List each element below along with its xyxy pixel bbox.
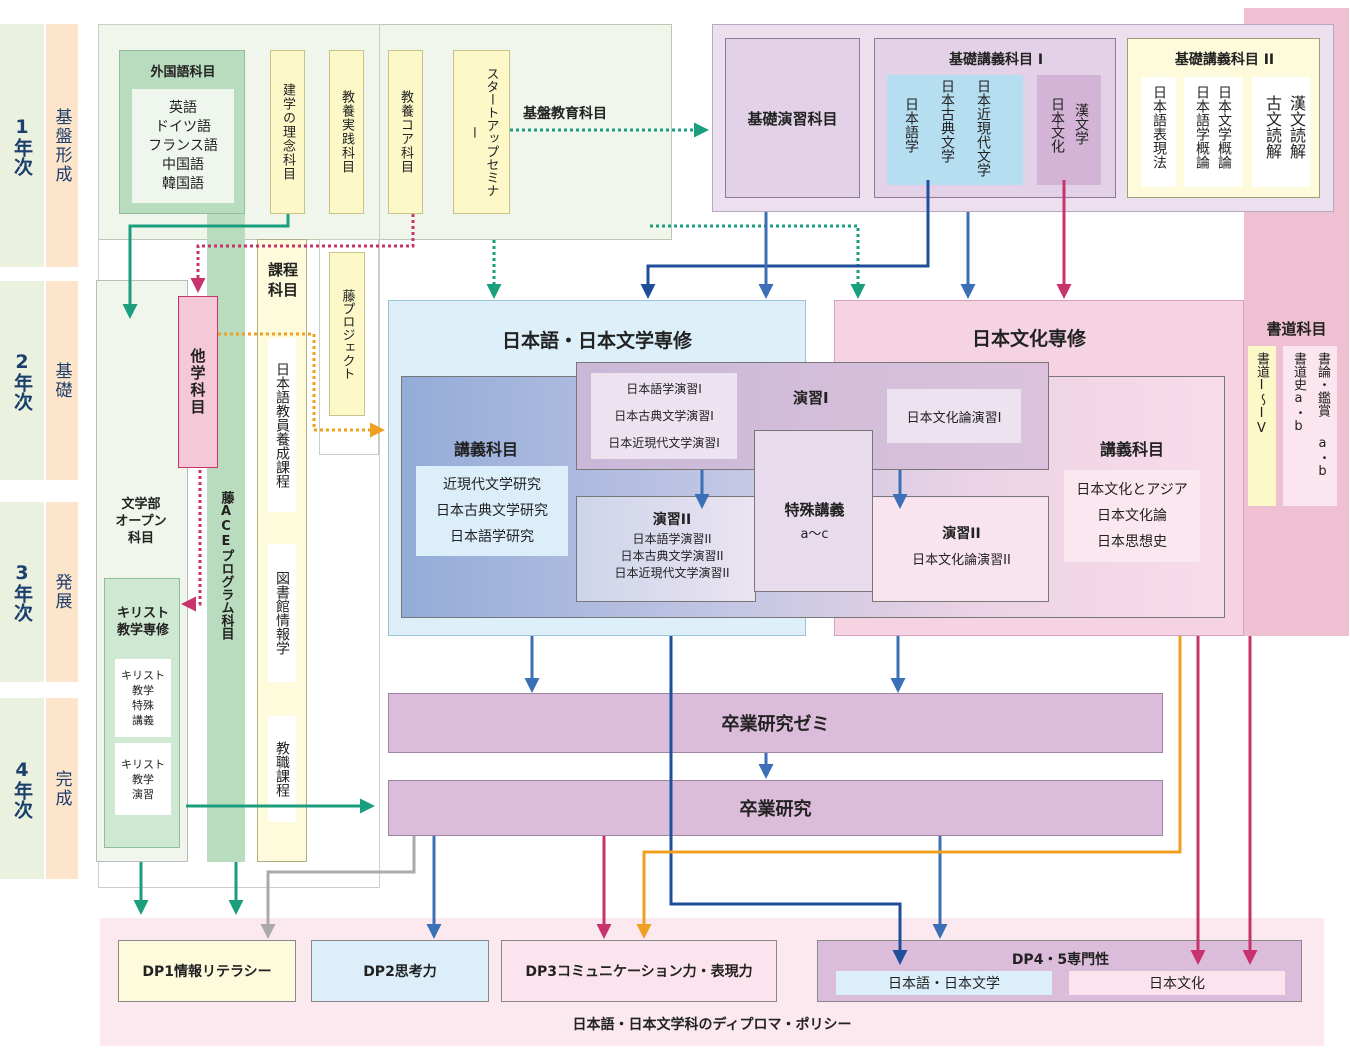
ace-program-label: 藤ACEプログラム科目 bbox=[218, 490, 234, 640]
kiso1-item: 日本語学 bbox=[903, 97, 919, 153]
shodo-col-2: 書道史a・b 書論・鑑賞 a・b bbox=[1283, 346, 1337, 506]
nihongo-kougi-list: 近現代文学研究 日本古典文学研究 日本語学研究 bbox=[416, 466, 568, 556]
kiso1-item: 日本文化 bbox=[1049, 97, 1065, 153]
arrow bbox=[650, 224, 866, 299]
kiso2-title: 基礎講義科目 II bbox=[1174, 52, 1275, 68]
dp45-title: DP4・5専門性 bbox=[1011, 952, 1110, 968]
year-row-2: 2年次 基礎 bbox=[0, 281, 78, 480]
year-stage: 発展 bbox=[51, 573, 72, 611]
year-label: 1年次 bbox=[11, 115, 33, 176]
year-stage: 基礎 bbox=[51, 361, 72, 400]
year-row-4: 4年次 完成 bbox=[0, 698, 78, 879]
year-stage: 基盤形成 bbox=[51, 107, 72, 184]
katei-title: 課程 科目 bbox=[267, 261, 298, 299]
dp1-box: DP1情報リテラシー bbox=[118, 940, 296, 1002]
sotsuken-box: 卒業研究 bbox=[388, 780, 1163, 836]
dp3-box: DP3コミュニケーション力・表現力 bbox=[501, 940, 777, 1002]
enshu2-box: 演習II 日本語学演習II 日本古典文学演習II 日本近現代文学演習II bbox=[576, 496, 756, 602]
foundation-label: 基盤教育科目 bbox=[523, 106, 607, 122]
kiso2-item: 日本語学概論 bbox=[1194, 85, 1210, 169]
other-dept-box: 他学科目 bbox=[178, 296, 218, 468]
year-stage: 完成 bbox=[51, 769, 72, 808]
enshu1-bunka: 日本文化論演習I bbox=[887, 389, 1021, 443]
nihongo-senshu-title: 日本語・日本文学専修 bbox=[501, 330, 692, 352]
enshu2-list: 日本語学演習II 日本古典文学演習II 日本近現代文学演習II bbox=[614, 532, 730, 580]
katei-item-2: 図書館情報学 bbox=[268, 544, 296, 682]
bunka-senshu-title: 日本文化専修 bbox=[971, 328, 1086, 350]
open-subject-label: 文学部 オープン 科目 bbox=[115, 497, 167, 546]
kiso2-item: 日本語表現法 bbox=[1151, 85, 1167, 169]
foreign-language-list: 英語 ドイツ語 フランス語 中国語 韓国語 bbox=[132, 89, 234, 203]
year-row-3: 3年次 発展 bbox=[0, 502, 78, 682]
foreign-language-box: 外国語科目 英語 ドイツ語 フランス語 中国語 韓国語 bbox=[119, 50, 245, 214]
dp45-nihongo: 日本語・日本文学 bbox=[836, 971, 1052, 995]
bunka-kougi-title: 講義科目 bbox=[1099, 440, 1164, 459]
dp45-bunka: 日本文化 bbox=[1069, 971, 1285, 995]
christ-item: キリスト 教学 演習 bbox=[115, 743, 171, 815]
tokushu-title: 特殊講義 bbox=[784, 501, 845, 519]
year-label: 2年次 bbox=[11, 350, 33, 411]
dp-policy-label: 日本語・日本文学科のディプロマ・ポリシー bbox=[572, 1017, 852, 1033]
bunka-kougi-list: 日本文化とアジア 日本文化論 日本思想史 bbox=[1064, 470, 1200, 562]
enshu2b-list: 日本文化論演習II bbox=[912, 553, 1011, 568]
katei-item-1: 日本語教員養成課程 bbox=[268, 338, 296, 512]
year-label: 3年次 bbox=[11, 562, 33, 622]
foreign-language-title: 外国語科目 bbox=[150, 65, 216, 80]
christ-item: キリスト 教学 特殊 講義 bbox=[115, 659, 171, 737]
sotsuken-zemi-box: 卒業研究ゼミ bbox=[388, 693, 1163, 753]
kiso2-item: 日本文学概論 bbox=[1216, 85, 1232, 169]
christ-title: キリスト 教学専修 bbox=[116, 606, 169, 638]
kyouyou-core-box: 教養コア科目 bbox=[388, 50, 423, 214]
enshu1-box: 日本語学演習I 日本古典文学演習I 日本近現代文学演習I 演習I 日本文化論演習… bbox=[576, 362, 1049, 470]
year-label: 4年次 bbox=[11, 758, 33, 819]
kihon-enshu-box: 基礎演習科目 bbox=[725, 38, 860, 198]
enshu1-title: 演習I bbox=[793, 389, 829, 407]
shodo-col-1: 書道I〜IV bbox=[1248, 346, 1276, 506]
tokushu-sub: a〜c bbox=[800, 527, 829, 542]
kiso1-item: 日本古典文学 bbox=[939, 79, 955, 163]
kiso2-box: 基礎講義科目 II 日本語表現法 日本語学概論 日本文学概論 古文読解 漢文読解 bbox=[1127, 38, 1320, 198]
enshu2b-title: 演習II bbox=[942, 526, 981, 542]
kiso1-item: 日本近現代文学 bbox=[975, 79, 991, 177]
kiso2-item: 漢文読解 bbox=[1287, 95, 1306, 159]
year-row-1: 1年次 基盤形成 bbox=[0, 24, 78, 267]
christ-box: キリスト 教学専修 キリスト 教学 特殊 講義 キリスト 教学 演習 bbox=[104, 578, 180, 848]
dp45-box: DP4・5専門性 日本語・日本文学 日本文化 bbox=[817, 940, 1302, 1002]
startup-seminar-box: スタートアップセミナー bbox=[453, 50, 510, 214]
dp2-box: DP2思考力 bbox=[311, 940, 489, 1002]
shodo-title: 書道科目 bbox=[1266, 320, 1327, 338]
nihongo-kougi-title: 講義科目 bbox=[453, 440, 518, 459]
enshu2-title: 演習II bbox=[652, 512, 692, 528]
enshu1-list: 日本語学演習I 日本古典文学演習I 日本近現代文学演習I bbox=[591, 373, 737, 459]
katei-item-3: 教職課程 bbox=[268, 716, 296, 822]
fuji-project-box: 藤プロジェクト bbox=[329, 252, 365, 416]
kiso1-title: 基礎講義科目 I bbox=[948, 52, 1044, 68]
enshu2b-box: 演習II 日本文化論演習II bbox=[872, 496, 1049, 602]
kiso1-box: 基礎講義科目 I 日本語学 日本古典文学 日本近現代文学 日本文化 漢文学 bbox=[874, 38, 1116, 198]
tokushu-box: 特殊講義 a〜c bbox=[754, 430, 873, 592]
kiso2-item: 古文読解 bbox=[1263, 95, 1282, 159]
kengaku-box: 建学の理念科目 bbox=[270, 50, 305, 214]
kyouyou-jissen-box: 教養実践科目 bbox=[329, 50, 364, 214]
kiso1-item: 漢文学 bbox=[1073, 103, 1089, 145]
